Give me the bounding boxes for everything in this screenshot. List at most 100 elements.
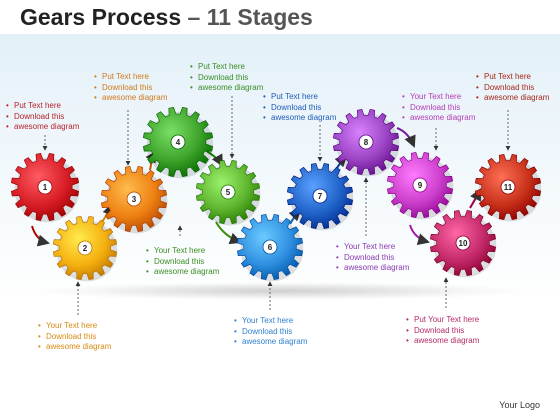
gear-hub — [126, 191, 142, 207]
note-line: awesome diagram — [198, 83, 263, 94]
note-list: Your Text hereDownload thisawesome diagr… — [336, 242, 409, 274]
note-stage-7: Put Text hereDownload thisawesome diagra… — [263, 92, 336, 124]
note-stage-8: Your Text hereDownload thisawesome diagr… — [336, 242, 409, 274]
note-list: Put Your Text hereDownload thisawesome d… — [406, 315, 479, 347]
note-list: Put Text hereDownload thisawesome diagra… — [263, 92, 336, 124]
note-list: Your Text hereDownload thisawesome diagr… — [402, 92, 475, 124]
gear-hub — [170, 134, 186, 150]
note-list: Put Text hereDownload thisawesome diagra… — [476, 72, 549, 104]
gear-number: 10 — [459, 239, 468, 248]
flow-arrow-9 — [409, 224, 430, 246]
gear-number: 3 — [132, 195, 137, 204]
note-list: Your Text hereDownload thisawesome diagr… — [234, 316, 307, 348]
note-line: awesome diagram — [410, 113, 475, 124]
title-dash: – — [187, 4, 201, 30]
gear-4: 4 — [142, 106, 214, 179]
flow-arrow-1 — [31, 225, 50, 247]
note-stage-6: Your Text hereDownload thisawesome diagr… — [234, 316, 307, 348]
note-stage-4: Put Text hereDownload thisawesome diagra… — [190, 62, 263, 94]
note-line: Download this — [14, 112, 79, 123]
gear-7: 7 — [286, 162, 354, 231]
note-line: Download this — [484, 83, 549, 94]
page-title: Gears Process – 11 Stages — [20, 4, 313, 31]
note-line: awesome diagram — [242, 337, 307, 348]
floor-shadow — [40, 282, 520, 300]
note-line: Download this — [242, 327, 307, 338]
note-line: Download this — [414, 326, 479, 337]
note-line: Your Text here — [46, 321, 111, 332]
note-stage-3: Put Text hereDownload thisawesome diagra… — [94, 72, 167, 104]
gear-hub — [37, 179, 53, 195]
gear-1: 1 — [10, 152, 80, 223]
gear-8: 8 — [332, 108, 400, 177]
note-list: Put Text hereDownload thisawesome diagra… — [6, 101, 79, 133]
note-line: Put Text here — [484, 72, 549, 83]
note-line: Put Text here — [102, 72, 167, 83]
note-line: Download this — [410, 103, 475, 114]
gear-2: 2 — [52, 215, 118, 282]
gear-3: 3 — [100, 165, 168, 234]
note-stage-11: Put Text hereDownload thisawesome diagra… — [476, 72, 549, 104]
note-list: Put Text hereDownload thisawesome diagra… — [94, 72, 167, 104]
note-line: Put Your Text here — [414, 315, 479, 326]
note-line: Download this — [198, 73, 263, 84]
note-line: Put Text here — [198, 62, 263, 73]
gear-number: 8 — [364, 138, 369, 147]
note-line: Download this — [344, 253, 409, 264]
note-line: Your Text here — [344, 242, 409, 253]
title-sub: 11 Stages — [206, 4, 313, 30]
note-line: awesome diagram — [102, 93, 167, 104]
note-line: Download this — [102, 83, 167, 94]
logo-text: Your Logo — [499, 400, 540, 410]
note-line: awesome diagram — [46, 342, 111, 353]
gear-10: 10 — [429, 209, 497, 278]
note-line: Put Text here — [14, 101, 79, 112]
note-line: Put Text here — [271, 92, 336, 103]
gear-number: 1 — [43, 183, 48, 192]
gear-hub — [412, 177, 428, 193]
gear-5: 5 — [195, 159, 261, 226]
note-line: Your Text here — [242, 316, 307, 327]
note-stage-1: Put Text hereDownload thisawesome diagra… — [6, 101, 79, 133]
note-line: Download this — [46, 332, 111, 343]
gear-6: 6 — [236, 213, 304, 282]
note-stage-2: Your Text hereDownload thisawesome diagr… — [38, 321, 111, 353]
gear-11: 11 — [474, 153, 542, 222]
title-main: Gears Process — [20, 4, 182, 30]
note-line: awesome diagram — [154, 267, 219, 278]
note-line: awesome diagram — [344, 263, 409, 274]
gear-hub — [312, 188, 328, 204]
note-stage-5: Your Text hereDownload thisawesome diagr… — [146, 246, 219, 278]
note-list: Put Text hereDownload thisawesome diagra… — [190, 62, 263, 94]
note-line: Download this — [271, 103, 336, 114]
gear-hub — [455, 235, 471, 251]
note-line: Download this — [154, 257, 219, 268]
gear-number: 2 — [83, 244, 88, 253]
gear-hub — [262, 239, 278, 255]
note-stage-10: Put Your Text hereDownload thisawesome d… — [406, 315, 479, 347]
note-stage-9: Your Text hereDownload thisawesome diagr… — [402, 92, 475, 124]
gear-hub — [77, 240, 93, 256]
note-line: awesome diagram — [414, 336, 479, 347]
gear-number: 4 — [176, 138, 181, 147]
gear-9: 9 — [386, 151, 454, 220]
gear-number: 11 — [504, 183, 513, 192]
note-list: Your Text hereDownload thisawesome diagr… — [146, 246, 219, 278]
gear-number: 9 — [418, 181, 423, 190]
gear-hub — [220, 184, 236, 200]
gear-hub — [500, 179, 516, 195]
note-line: Your Text here — [410, 92, 475, 103]
gears-layer: 1 2 3 4 5 6 7 8 9 10 11 — [10, 106, 542, 282]
note-line: awesome diagram — [14, 122, 79, 133]
gear-number: 7 — [318, 192, 323, 201]
gear-hub — [358, 134, 374, 150]
connectors-layer — [42, 96, 511, 315]
note-list: Your Text hereDownload thisawesome diagr… — [38, 321, 111, 353]
note-line: Your Text here — [154, 246, 219, 257]
note-line: awesome diagram — [484, 93, 549, 104]
flow-arrow-8 — [396, 127, 416, 148]
gear-number: 6 — [268, 243, 273, 252]
note-line: awesome diagram — [271, 113, 336, 124]
gear-number: 5 — [226, 188, 231, 197]
